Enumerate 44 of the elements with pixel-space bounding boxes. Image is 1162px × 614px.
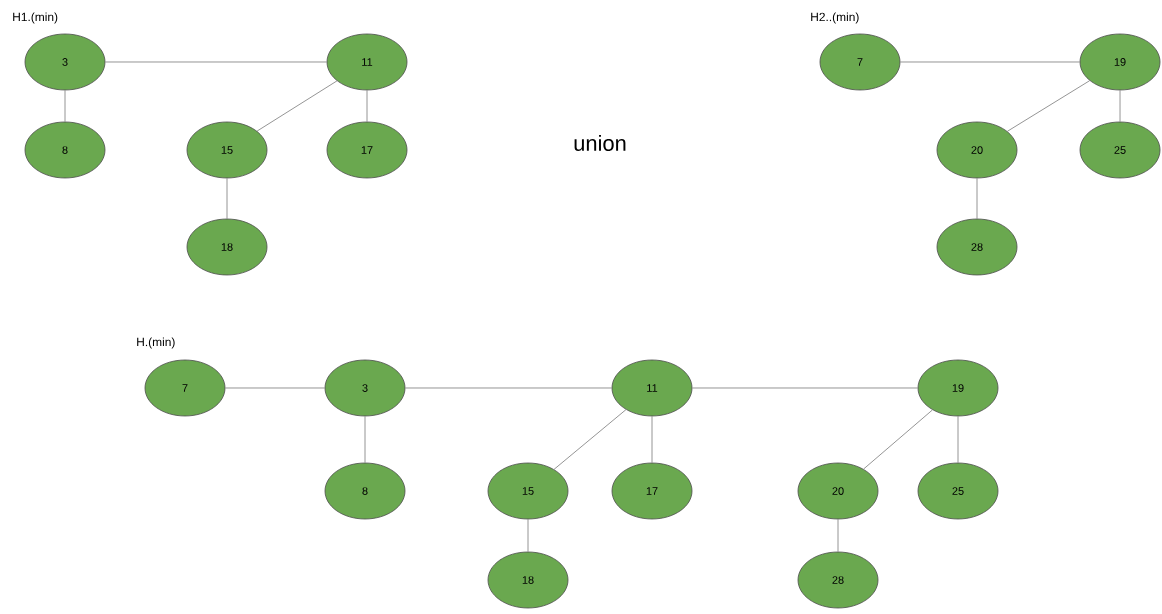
heap-node: 8: [324, 462, 406, 520]
tree-edge: [225, 387, 325, 389]
heap-label: H.(min): [137, 337, 175, 349]
tree-edge: [692, 387, 918, 389]
heap-node: 25: [1079, 121, 1161, 179]
heap-node: 7: [144, 359, 226, 417]
heap-node: 7: [819, 33, 901, 91]
tree-edge: [1119, 90, 1121, 122]
tree-edge: [651, 416, 653, 463]
tree-edge: [527, 519, 529, 552]
heap-node: 19: [1079, 33, 1161, 91]
tree-edge: [405, 387, 612, 389]
heap-label: union: [574, 134, 626, 152]
tree-edge: [366, 90, 368, 122]
heap-node: 19: [917, 359, 999, 417]
heap-node: 11: [611, 359, 693, 417]
heap-node: 15: [186, 121, 268, 179]
tree-edge: [863, 409, 933, 470]
tree-edge: [837, 519, 839, 552]
heap-node: 17: [326, 121, 408, 179]
tree-edge: [64, 90, 66, 122]
tree-edge: [900, 61, 1080, 63]
tree-edge: [226, 178, 228, 219]
heap-node: 3: [24, 33, 106, 91]
heap-node: 18: [186, 218, 268, 276]
heap-label: H1.(min): [13, 12, 58, 24]
tree-edge: [256, 80, 338, 132]
heap-node: 25: [917, 462, 999, 520]
heap-node: 11: [326, 33, 408, 91]
tree-edge: [976, 178, 978, 219]
tree-edge: [957, 416, 959, 463]
heap-node: 3: [324, 359, 406, 417]
heap-node: 20: [797, 462, 879, 520]
heap-node: 17: [611, 462, 693, 520]
heap-node: 20: [936, 121, 1018, 179]
heap-node: 28: [797, 551, 879, 609]
heap-node: 8: [24, 121, 106, 179]
tree-edge: [1007, 80, 1090, 132]
heap-node: 18: [487, 551, 569, 609]
tree-edge: [364, 416, 366, 463]
heap-node: 15: [487, 462, 569, 520]
heap-node: 28: [936, 218, 1018, 276]
tree-edge: [553, 409, 627, 470]
tree-edge: [105, 61, 327, 63]
